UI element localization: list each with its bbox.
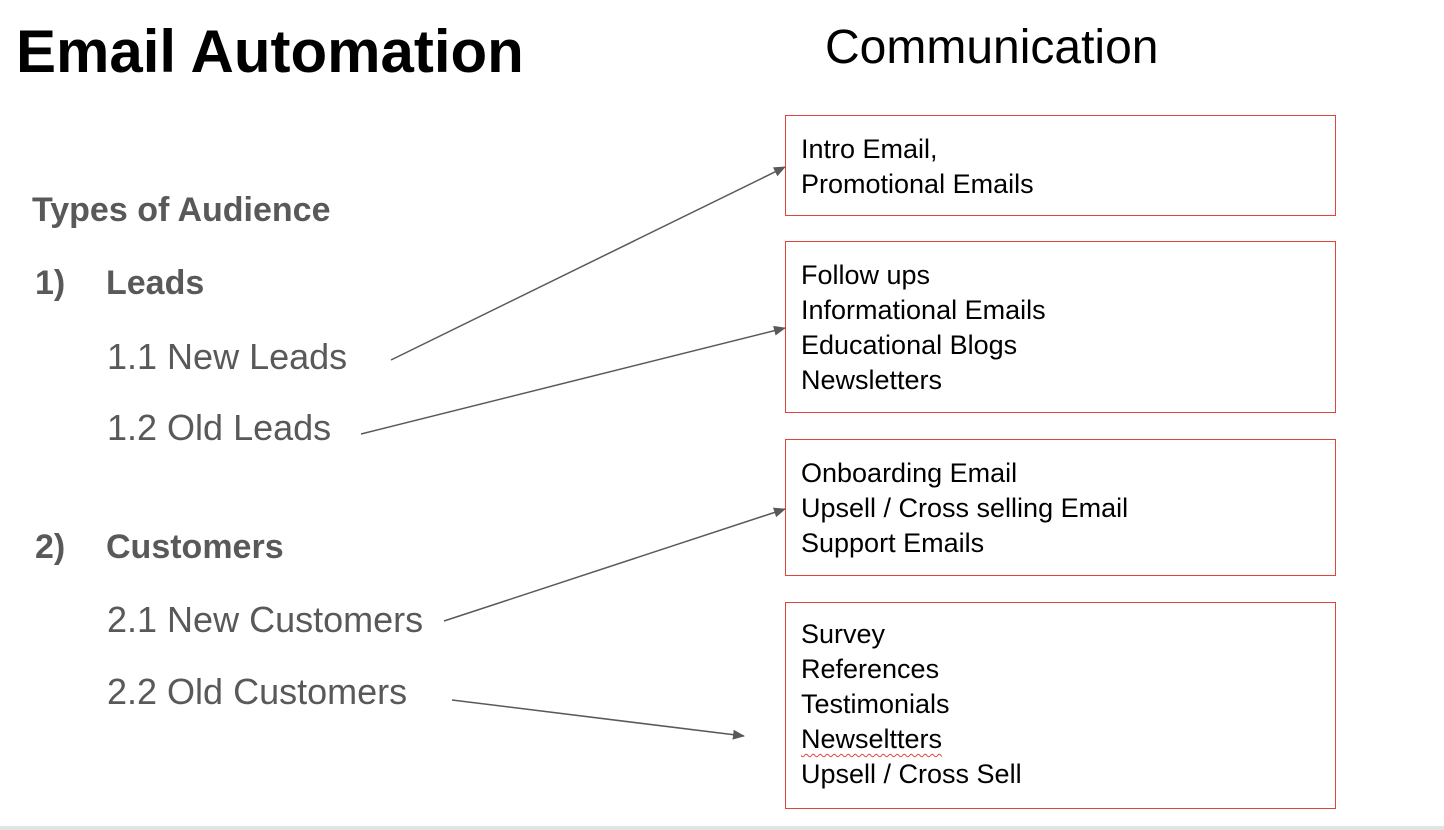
slide-bottom-border bbox=[0, 826, 1444, 830]
audience-item-new-leads: 1.1 New Leads bbox=[107, 336, 348, 377]
communication-box-intro: Intro Email, Promotional Emails bbox=[785, 115, 1336, 216]
group-number-customers: 2) bbox=[35, 528, 66, 566]
audience-item-old-leads: 1.2 Old Leads bbox=[107, 407, 332, 448]
communication-box-survey: Survey References Testimonials Newseltte… bbox=[785, 602, 1336, 809]
arrow-old-leads-to-follow-ups bbox=[360, 325, 786, 435]
audience-item-old-customers: 2.2 Old Customers bbox=[107, 671, 408, 712]
communication-line: References bbox=[801, 654, 940, 684]
communication-line: Promotional Emails bbox=[801, 169, 1034, 199]
communication-line: Support Emails bbox=[801, 528, 985, 558]
arrow-new-leads-to-intro bbox=[390, 166, 786, 361]
communication-line: Survey bbox=[801, 619, 886, 649]
communication-line: Newsletters bbox=[801, 365, 943, 395]
communication-line: Onboarding Email bbox=[801, 458, 1018, 488]
arrow-new-customers-to-onboarding bbox=[443, 507, 786, 622]
communication-line: Informational Emails bbox=[801, 295, 1046, 325]
group-label-leads: Leads bbox=[106, 264, 205, 302]
communication-line: Upsell / Cross Sell bbox=[801, 759, 1022, 789]
communication-line: Newseltters bbox=[801, 724, 943, 754]
group-number-leads: 1) bbox=[35, 264, 66, 302]
communication-box-onboarding: Onboarding Email Upsell / Cross selling … bbox=[785, 439, 1336, 576]
audience-item-new-customers: 2.1 New Customers bbox=[107, 599, 424, 640]
group-label-customers: Customers bbox=[106, 528, 284, 566]
communication-line: Upsell / Cross selling Email bbox=[801, 493, 1129, 523]
page-title: Email Automation bbox=[16, 18, 524, 85]
communication-line: Educational Blogs bbox=[801, 330, 1018, 360]
communication-title: Communication bbox=[825, 21, 1159, 74]
arrow-old-customers-to-survey bbox=[451, 699, 745, 740]
communication-box-follow-ups: Follow ups Informational Emails Educatio… bbox=[785, 241, 1336, 413]
audience-heading: Types of Audience bbox=[32, 191, 331, 229]
communication-line: Testimonials bbox=[801, 689, 950, 719]
communication-line: Intro Email, bbox=[801, 134, 938, 164]
communication-line: Follow ups bbox=[801, 260, 931, 290]
